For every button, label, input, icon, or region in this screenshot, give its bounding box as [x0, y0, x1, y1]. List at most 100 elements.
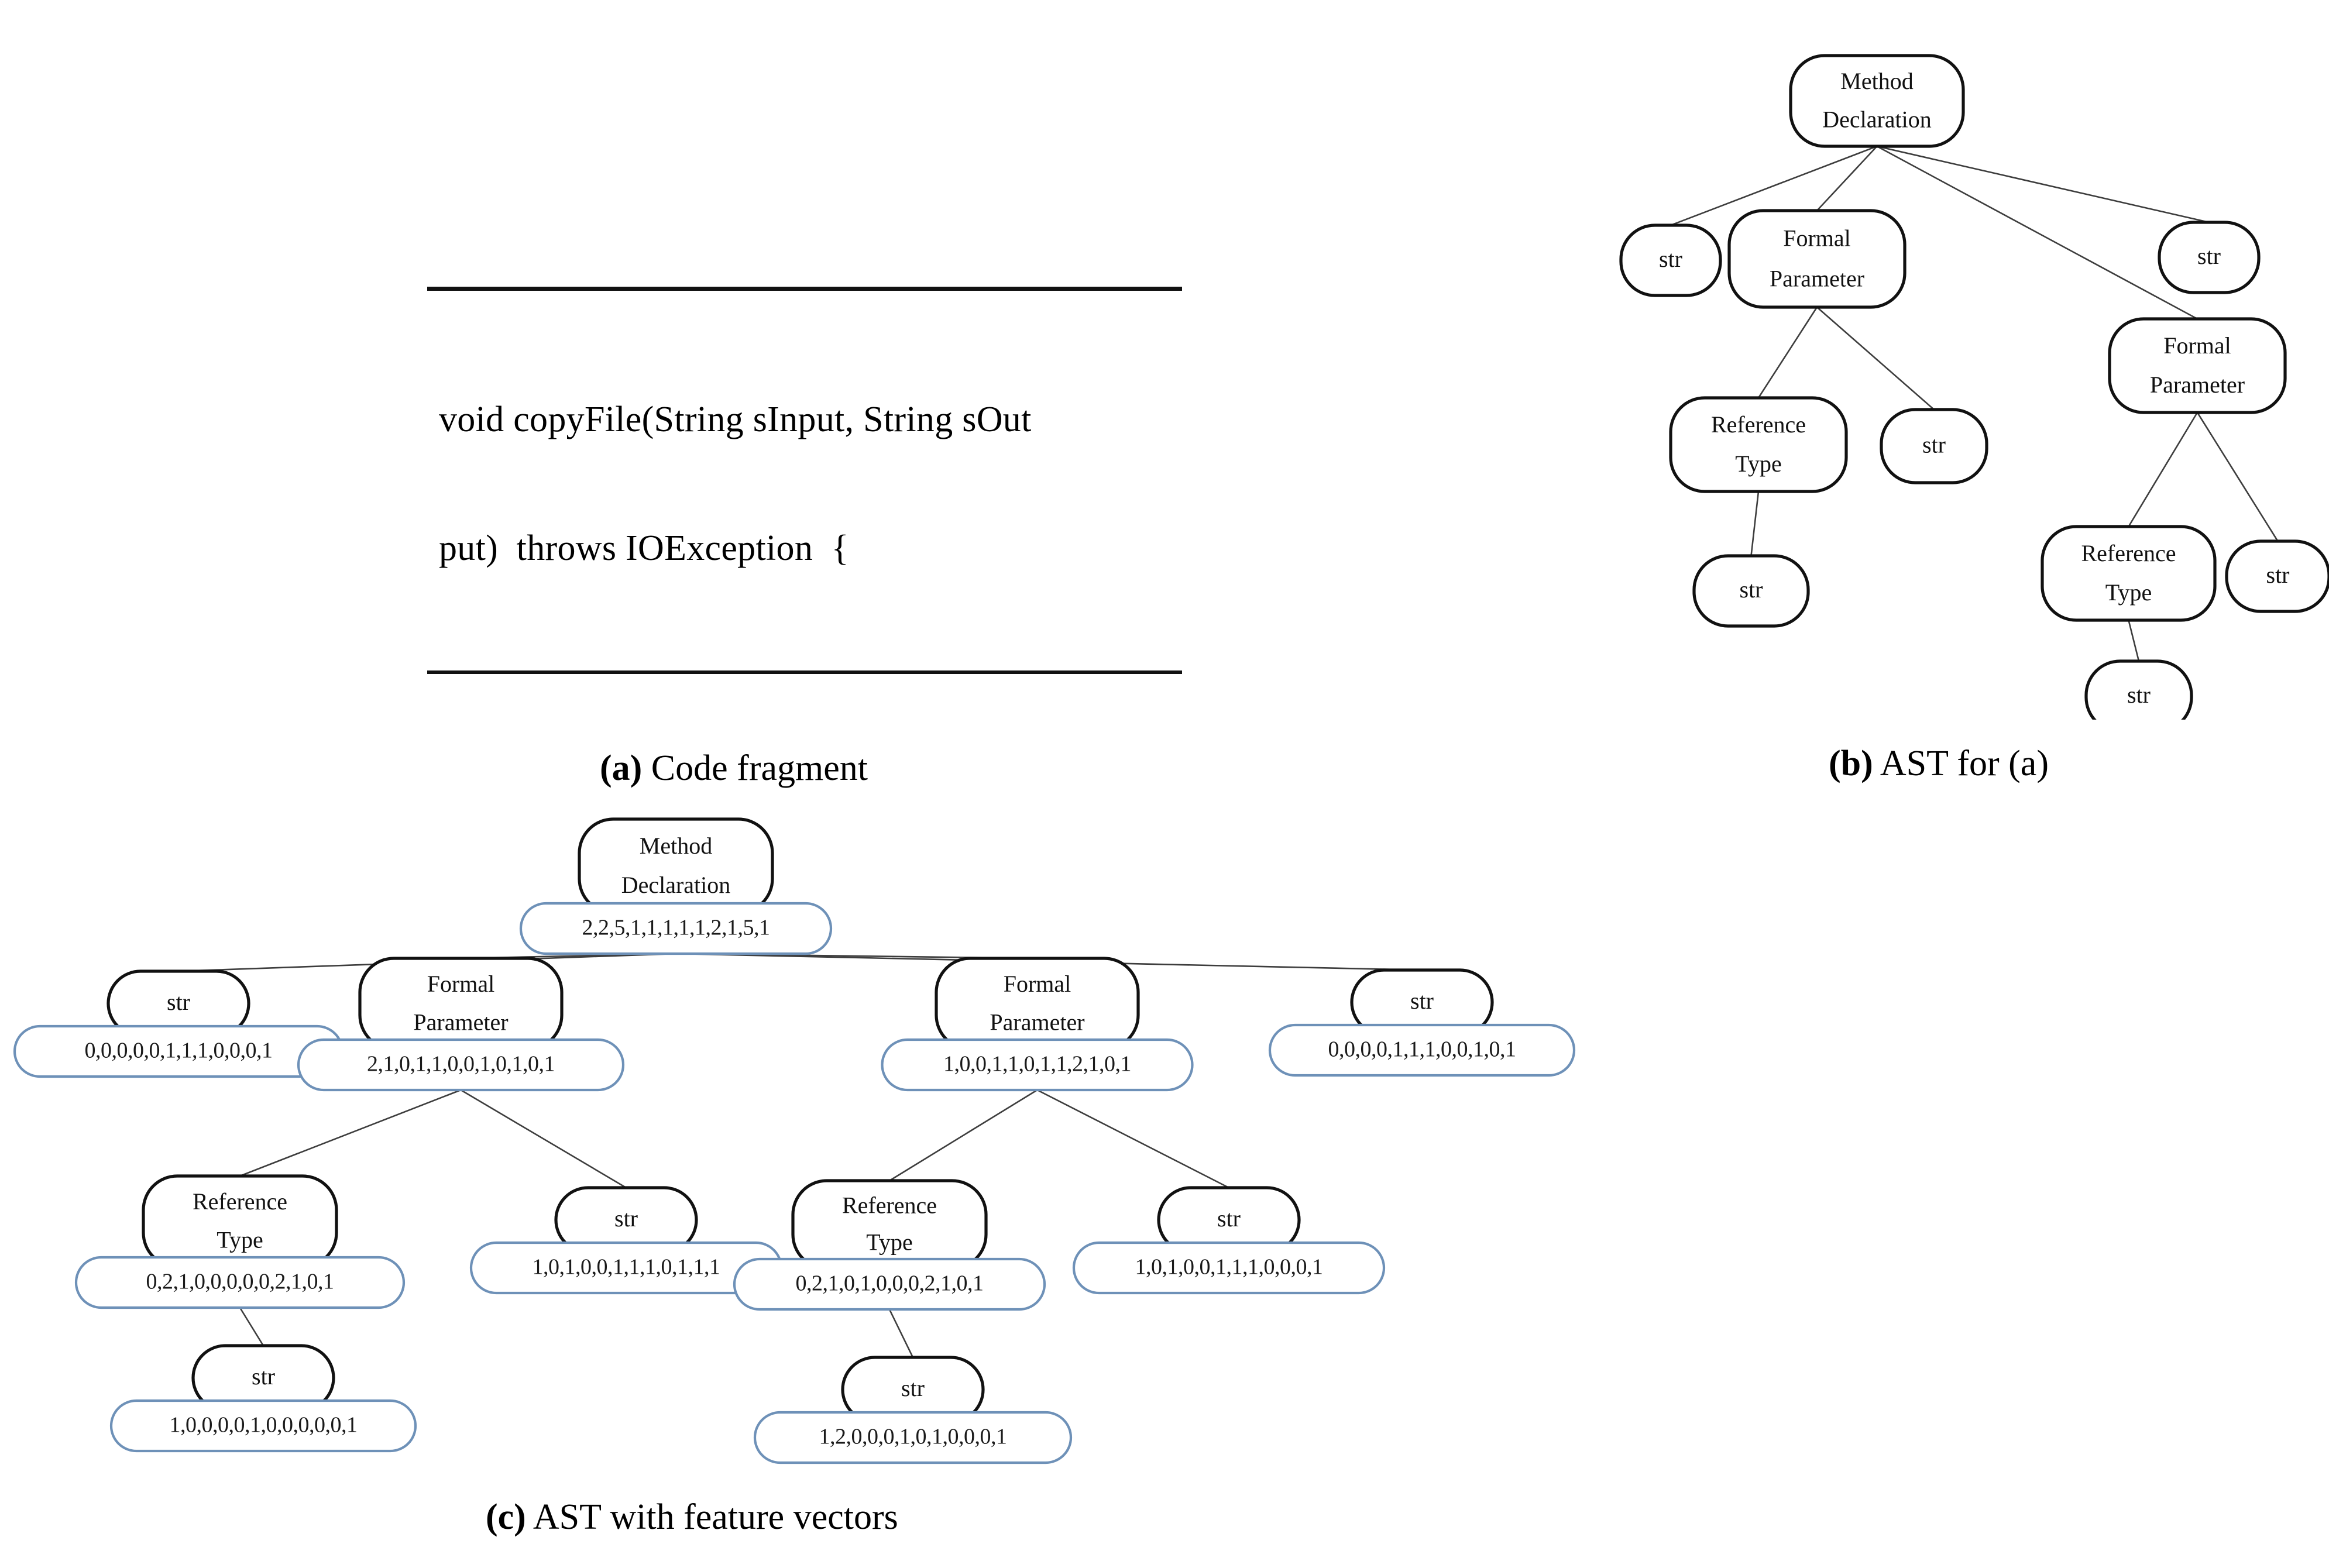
ast-edge — [2128, 412, 2199, 527]
feature-vector-shape — [109, 1399, 417, 1453]
feature-vector-shape — [74, 1256, 406, 1309]
ast-node-label: Declaration — [621, 872, 731, 898]
ast-node[interactable]: str 1,2,0,0,0,1,0,1,0,0,0,1 — [753, 1356, 1073, 1464]
feature-vector-label: 1,2,0,0,0,1,0,1,0,0,0,1 — [819, 1425, 1007, 1449]
ast-node-label: Formal — [2163, 332, 2231, 359]
ast-node-shape — [1669, 396, 1848, 493]
feature-vector-label: 0,0,0,0,0,1,1,1,0,0,0,1 — [85, 1039, 273, 1063]
caption-b-tag: (b) — [1829, 744, 1873, 783]
ast-node-label: str — [2127, 682, 2151, 708]
feature-vector-shape — [297, 1038, 625, 1092]
feature-vector-shape — [881, 1038, 1194, 1092]
feature-vector-shape — [753, 1411, 1073, 1464]
code-rule-bottom — [427, 670, 1182, 675]
ast-edge — [2196, 412, 2279, 542]
ast-edge — [1876, 145, 2198, 320]
ast-node-label: str — [1659, 246, 1682, 272]
ast-node-shape — [1619, 223, 1722, 297]
ast-node-label: Reference — [1711, 411, 1806, 438]
feature-vector-label: 1,0,1,0,0,1,1,1,0,0,0,1 — [1135, 1255, 1323, 1280]
ast-edge — [888, 1309, 914, 1358]
ast-node[interactable]: str — [1619, 223, 1722, 297]
caption-a-tag: (a) — [600, 748, 643, 788]
caption-b-text: AST for (a) — [1873, 744, 2049, 783]
feature-vector-label: 2,1,0,1,1,0,0,1,0,1,0,1 — [367, 1052, 555, 1077]
ast-node-label: Formal — [427, 971, 495, 997]
ast-edge — [1670, 145, 1877, 226]
ast-edge — [1036, 1089, 1229, 1189]
code-rule-top — [427, 287, 1182, 291]
ast-node[interactable]: str — [2084, 659, 2193, 720]
ast-edge — [1816, 146, 1878, 211]
ast-node-label: Parameter — [1770, 266, 1864, 292]
feature-vector-shape — [733, 1257, 1046, 1311]
ast-node-label: Reference — [2081, 540, 2176, 566]
ast-node-label: Parameter — [413, 1009, 508, 1035]
ast-node-label: Parameter — [2150, 372, 2245, 398]
ast-node-label: str — [1922, 432, 1946, 458]
feature-vector-label: 0,2,1,0,1,0,0,0,2,1,0,1 — [796, 1271, 984, 1296]
caption-a-text: Code fragment — [642, 748, 868, 788]
caption-c: (c) AST with feature vectors — [486, 1497, 898, 1538]
code-line-2: put) throws IOException { — [439, 528, 849, 568]
feature-vector-label: 1,0,0,0,0,1,0,0,0,0,0,1 — [170, 1413, 358, 1438]
ast-node[interactable]: str — [2225, 539, 2329, 613]
ast-edge — [239, 1089, 461, 1177]
code-fragment-panel: void copyFile(String sInput, String sOut… — [427, 287, 1182, 675]
ast-edge — [1877, 145, 2210, 223]
ast-node-shape — [2158, 221, 2261, 294]
caption-c-text: AST with feature vectors — [525, 1497, 898, 1537]
caption-b: (b) AST for (a) — [1829, 743, 2049, 785]
feature-vector-shape — [519, 902, 833, 955]
feature-vector-shape — [1268, 1023, 1576, 1077]
ast-node-label: Method — [640, 833, 712, 859]
ast-node-label: str — [1217, 1205, 1241, 1232]
ast-node[interactable]: str 1,0,1,0,0,1,1,1,0,0,0,1 — [1072, 1186, 1386, 1295]
ast-node[interactable]: str 0,0,0,0,0,1,1,1,0,0,0,1 — [13, 969, 344, 1078]
caption-c-tag: (c) — [486, 1497, 526, 1537]
feature-vector-label: 1,0,1,0,0,1,1,1,0,1,1,1 — [533, 1255, 720, 1280]
ast-edge — [1757, 307, 1818, 398]
ast-node-label: str — [1740, 576, 1763, 603]
ast-node-label: Method — [1840, 68, 1913, 94]
ast-node[interactable]: str — [2158, 221, 2261, 294]
ast-node-label: str — [614, 1205, 638, 1232]
feature-vector-shape — [1072, 1241, 1386, 1295]
ast-node[interactable]: str 1,0,1,0,0,1,1,1,0,1,1,1 — [469, 1186, 783, 1295]
ast-node-shape — [1789, 54, 1965, 148]
ast-node-label: str — [1410, 988, 1434, 1014]
ast-node-shape — [2108, 317, 2287, 414]
ast-node[interactable]: str 0,0,0,0,1,1,1,0,0,1,0,1 — [1268, 968, 1576, 1077]
ast-node-label: str — [167, 989, 190, 1015]
ast-node-label: Type — [1735, 451, 1781, 477]
ast-node[interactable]: str — [1692, 554, 1810, 628]
ast-node-label: Type — [2105, 579, 2152, 606]
feature-vector-label: 1,0,0,1,1,0,1,1,2,1,0,1 — [943, 1052, 1131, 1077]
ast-node-label: Reference — [193, 1188, 287, 1215]
ast-node-shape — [1727, 209, 1907, 309]
ast-node-label: Type — [866, 1229, 912, 1256]
feature-vector-label: 0,0,0,0,1,1,1,0,0,1,0,1 — [1328, 1037, 1516, 1062]
feature-vector-label: 0,2,1,0,0,0,0,0,2,1,0,1 — [146, 1270, 334, 1294]
ast-edge — [239, 1307, 264, 1346]
ast-svg-b: MethodDeclarationstrFormalParameterForma… — [1619, 54, 2329, 720]
ast-edge — [889, 1089, 1038, 1182]
ast-node-label: str — [901, 1375, 925, 1401]
code-line-1: void copyFile(String sInput, String sOut — [439, 400, 1032, 440]
ast-node-label: Formal — [1783, 225, 1851, 251]
ast-node[interactable]: str — [1880, 408, 1988, 484]
caption-a: (a) Code fragment — [600, 748, 868, 789]
